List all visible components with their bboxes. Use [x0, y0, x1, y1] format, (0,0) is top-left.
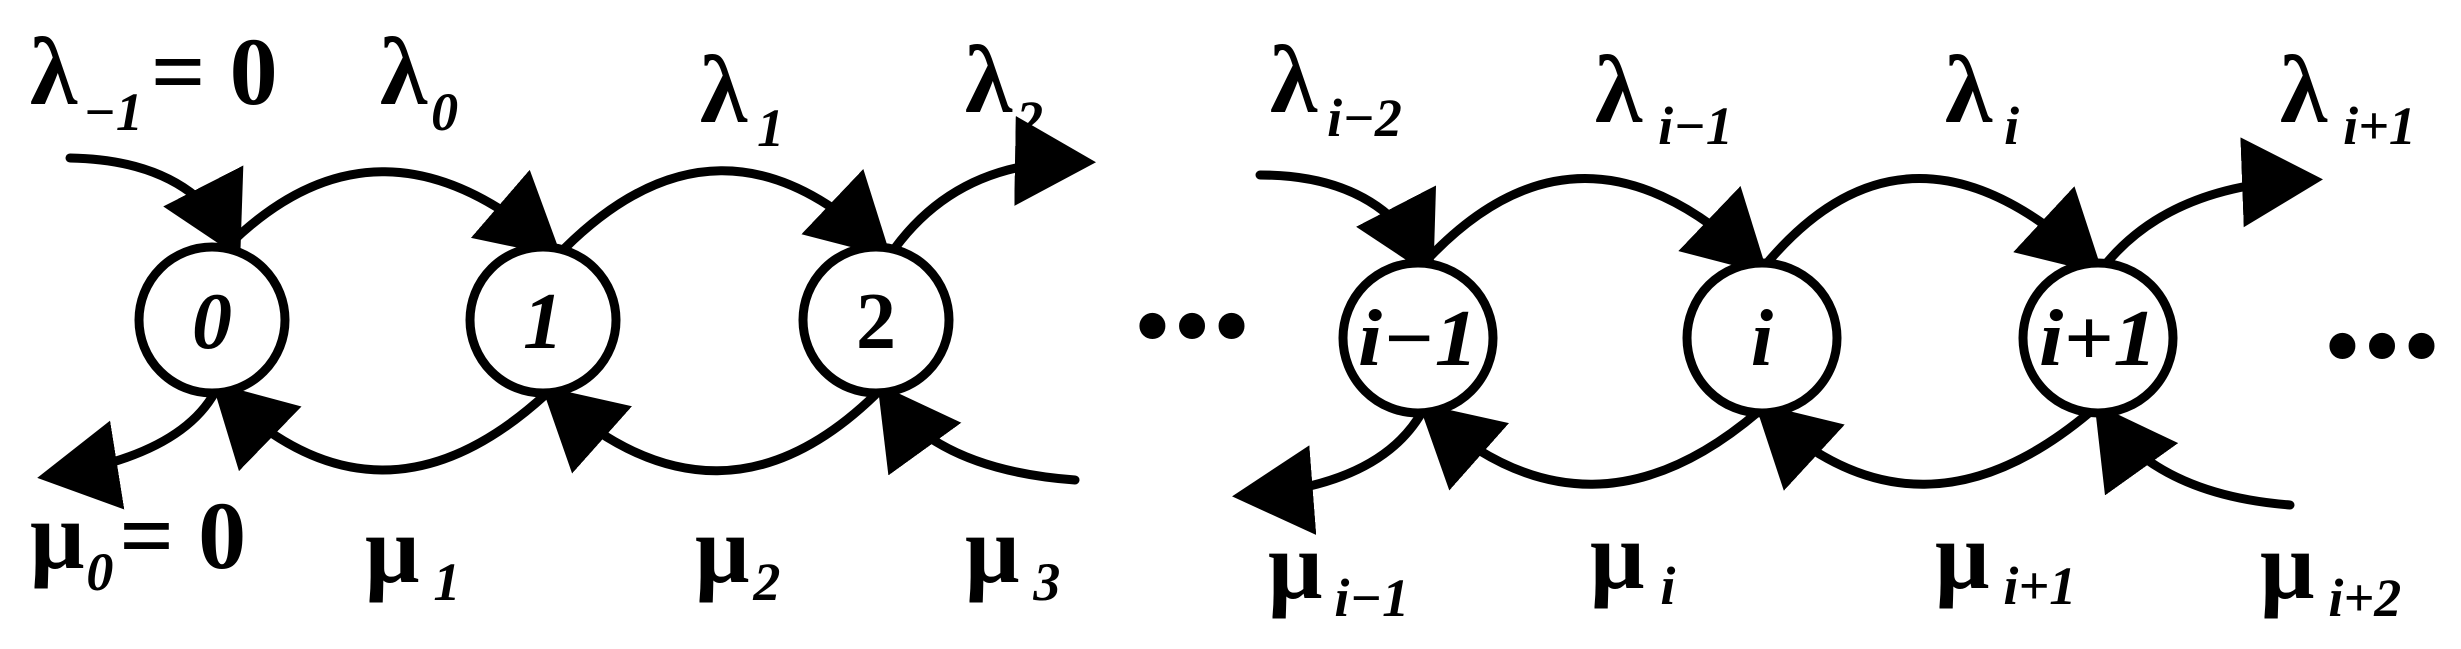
- state-node-2: 2: [798, 242, 954, 398]
- arrival-arrow-in-0: [65, 153, 244, 259]
- state-node-i: i: [1682, 258, 1842, 418]
- service-arrow-i+1-i: [1754, 402, 2095, 491]
- service-rate-label: μ0= 0: [30, 482, 246, 602]
- state-label-0: 0: [192, 278, 232, 366]
- arrival-rate-label: λ0: [380, 18, 458, 142]
- arrival-arrows: [65, 115, 2323, 278]
- arrival-arrow-in-i-1: [1255, 170, 1436, 278]
- service-arrow-i-i-1: [1418, 403, 1763, 491]
- arrival-arrow-1-2: [560, 166, 892, 258]
- arrival-arrow-0-1: [227, 167, 562, 257]
- state-label-1: 1: [523, 278, 563, 366]
- state-node-0: 0: [134, 242, 290, 398]
- arrival-arrow-i-i+1: [1763, 174, 2104, 275]
- state-node-1: 1: [465, 242, 621, 398]
- arrival-arrow-i-1-i: [1420, 174, 1769, 275]
- service-arrow-2-1: [541, 386, 880, 476]
- arrival-arrow-2-out: [890, 115, 1096, 253]
- service-arrows: [37, 382, 2295, 536]
- state-label-i-minus-1: i−1: [1358, 295, 1478, 383]
- ellipsis-middle: •••: [1136, 272, 1255, 379]
- service-rate-label: μ2: [695, 496, 780, 612]
- state-node-i-minus-1: i−1: [1338, 258, 1498, 418]
- state-label-i: i: [1751, 295, 1773, 383]
- arrival-rate-label: λ−1= 0: [30, 18, 278, 142]
- state-nodes: 0 1 2 i−1 i i+1: [134, 242, 2178, 418]
- state-label-2: 2: [856, 278, 896, 366]
- arrival-arrow-i+1-out: [2100, 137, 2323, 270]
- service-arrow-i-1-out: [1232, 407, 1427, 536]
- service-arrow-in-i+1: [2094, 403, 2295, 510]
- state-node-i-plus-1: i+1: [2018, 258, 2178, 418]
- state-label-i-plus-1: i+1: [2039, 295, 2157, 383]
- service-arrow-0-out: [37, 387, 220, 510]
- service-arrow-1-0: [212, 382, 550, 475]
- ellipsis-end: •••: [2326, 292, 2445, 399]
- arrival-rate-label: λ2: [965, 26, 1043, 150]
- service-arrow-in-2: [877, 383, 1080, 485]
